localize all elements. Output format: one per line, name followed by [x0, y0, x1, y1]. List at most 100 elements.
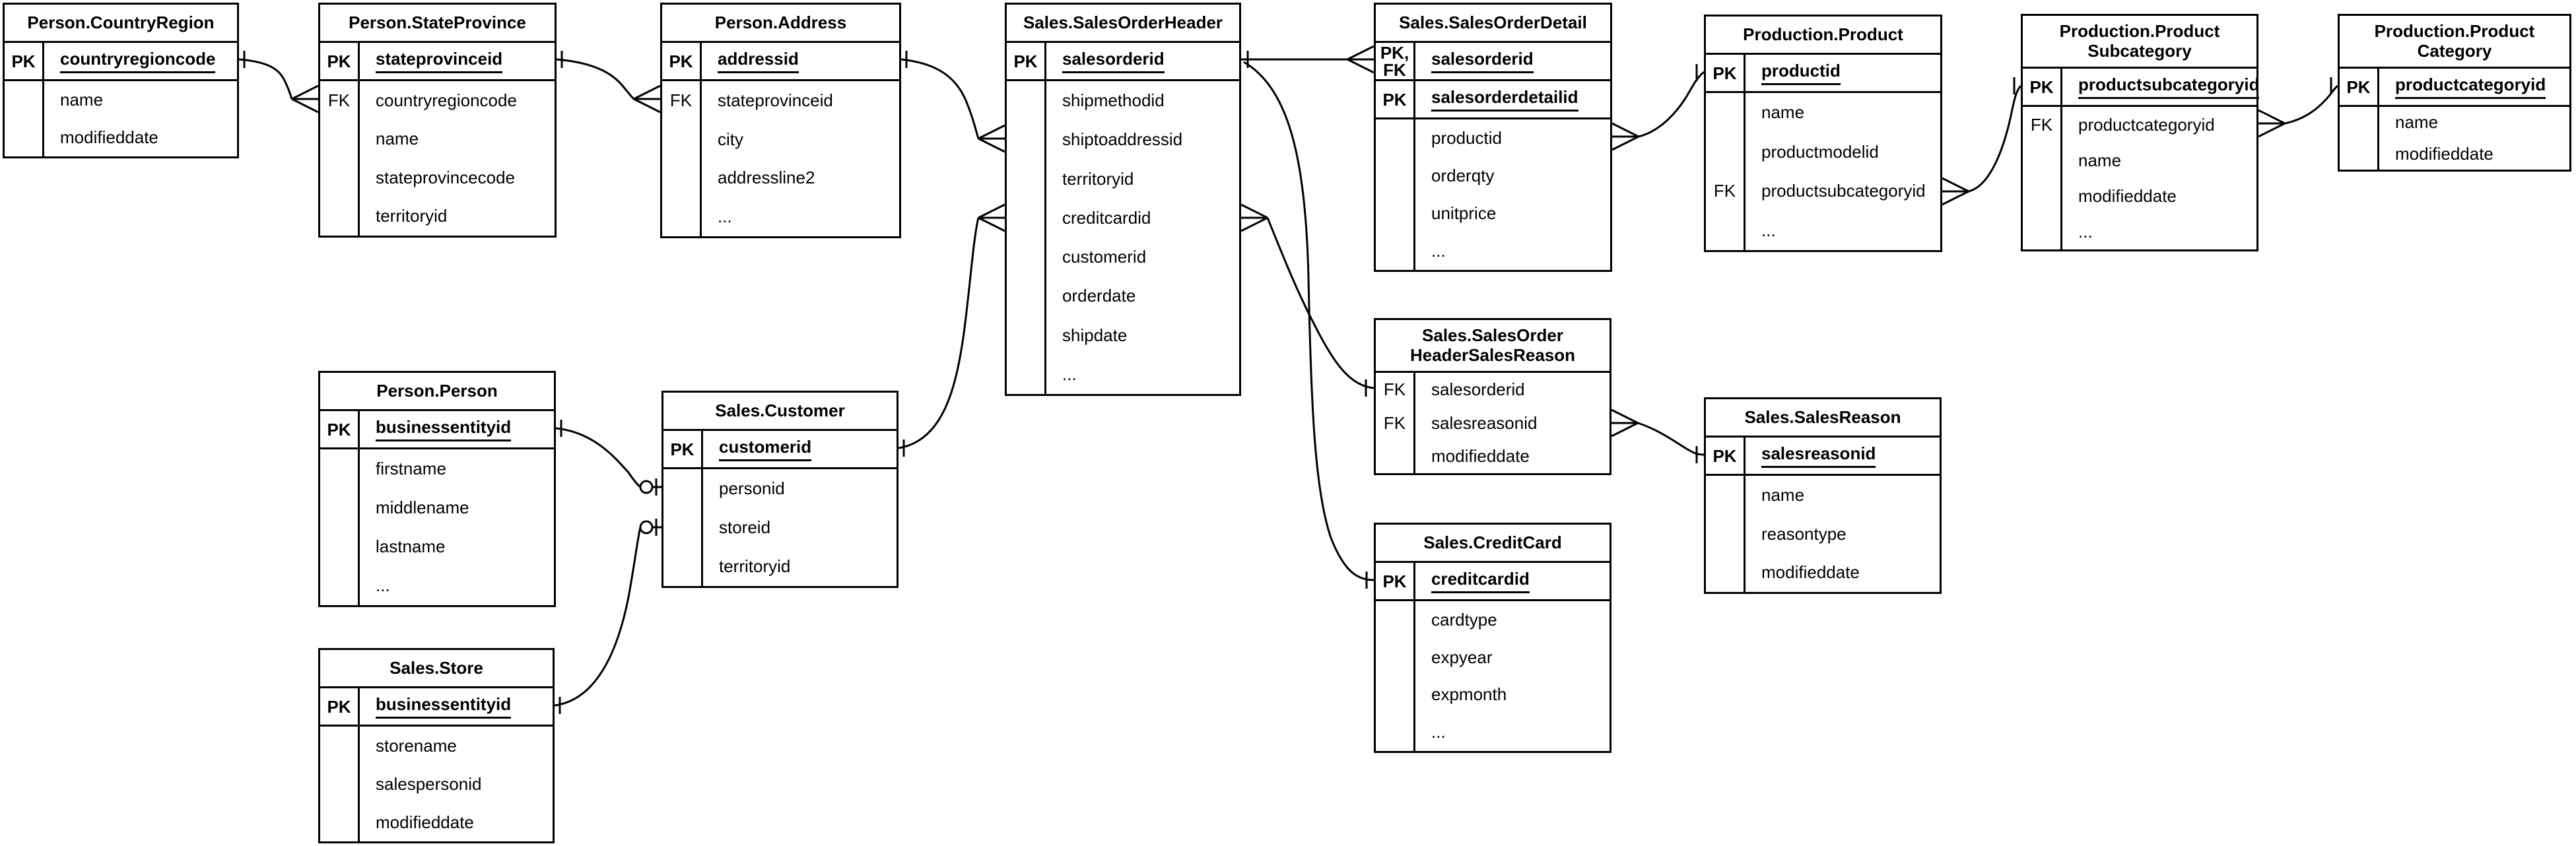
key-constraint-label: PK	[1376, 563, 1415, 599]
relationship-line	[1637, 422, 1705, 456]
column-name: territoryid	[719, 556, 791, 576]
cardinality-many-crowfoot-icon	[2258, 109, 2286, 125]
column-name: shipmethodid	[1062, 90, 1165, 111]
key-column-name: salesreasonid	[1761, 443, 1876, 468]
fk-label	[320, 488, 360, 527]
fk-label	[1007, 277, 1046, 316]
column-name: ...	[1761, 220, 1776, 240]
key-column-name: productid	[1761, 61, 1841, 85]
column-row: name	[1706, 476, 1940, 515]
relationship-line	[1243, 61, 1374, 581]
fk-label	[1706, 476, 1746, 515]
fk-label	[1007, 120, 1046, 160]
column-name: productsubcategoryid	[1761, 181, 1926, 201]
column-name: orderqty	[1431, 166, 1495, 185]
column-name: ...	[1431, 241, 1446, 261]
column-name: stateprovinceid	[718, 90, 833, 110]
fk-label: FK	[1376, 406, 1415, 440]
key-constraint-label: PK	[320, 688, 360, 725]
column-row: addressline2	[662, 158, 899, 198]
fk-label	[1706, 553, 1746, 593]
column-name: ...	[376, 575, 390, 595]
fk-label	[2340, 138, 2379, 170]
relationship-line	[898, 217, 980, 449]
cardinality-many-crowfoot-icon	[1942, 177, 1969, 193]
column-name: cardtype	[1431, 609, 1497, 630]
key-constraint-label: PK	[1376, 81, 1415, 117]
fk-label	[1007, 159, 1046, 199]
column-name: creditcardid	[1062, 207, 1151, 228]
cardinality-many-crowfoot-icon	[978, 137, 1005, 153]
column-name: modifieddate	[376, 812, 474, 832]
column-row: creditcardid	[1007, 198, 1239, 238]
fk-label	[1376, 601, 1415, 639]
fk-label	[1007, 238, 1046, 277]
column-name: productid	[1431, 128, 1502, 148]
column-row: salespersonid	[320, 765, 553, 803]
column-name: salesorderid	[1431, 379, 1525, 399]
table-title: Sales.SalesReason	[1706, 399, 1940, 438]
column-row: territoryid	[320, 197, 555, 236]
column-row: stateprovincecode	[320, 158, 555, 197]
column-name: expyear	[1431, 647, 1493, 667]
cardinality-many-crowfoot-icon	[1942, 190, 1969, 206]
key-constraint-label: PK, FK	[1376, 43, 1415, 79]
fk-label	[662, 197, 702, 236]
cardinality-many-crowfoot-icon	[978, 124, 1005, 140]
fk-label	[1706, 211, 1746, 250]
column-row: personid	[663, 469, 897, 508]
column-row: unitprice	[1376, 195, 1610, 232]
column-row: name	[2023, 143, 2256, 178]
key-constraint-label: PK	[320, 43, 360, 79]
column-name: salespersonid	[376, 773, 482, 794]
column-name: middlename	[376, 498, 469, 517]
column-row: ...	[662, 197, 899, 236]
column-row: ...	[320, 566, 554, 605]
fk-label	[320, 119, 360, 158]
fk-label	[320, 527, 360, 566]
cardinality-many-crowfoot-icon	[1611, 135, 1639, 151]
fk-label	[662, 158, 702, 198]
column-row: shipmethodid	[1007, 81, 1239, 121]
key-constraint-label: PK	[2023, 69, 2062, 105]
column-row: modifieddate	[320, 803, 553, 841]
relationship-line	[1968, 85, 2022, 193]
column-name: productcategoryid	[2078, 114, 2215, 135]
relationship-line	[238, 58, 293, 100]
column-row: productid	[1376, 119, 1610, 157]
fk-label	[1376, 638, 1415, 676]
column-name: addressline2	[718, 168, 815, 188]
key-column-name: customerid	[719, 437, 812, 461]
fk-label	[320, 449, 360, 488]
fk-label	[1706, 93, 1746, 133]
column-row: name	[2340, 107, 2569, 139]
fk-label	[663, 508, 703, 547]
key-constraint-label: PK	[320, 411, 360, 447]
key-constraint-label: PK	[5, 43, 44, 79]
fk-label	[320, 566, 360, 605]
fk-label: FK	[1376, 373, 1415, 407]
key-constraint-label: PK	[2340, 69, 2379, 105]
column-name: productmodelid	[1761, 141, 1879, 162]
fk-label: FK	[662, 81, 702, 120]
column-name: territoryid	[1062, 168, 1134, 189]
fk-label	[2340, 107, 2379, 139]
column-row: orderqty	[1376, 157, 1610, 195]
cardinality-many-crowfoot-icon	[1611, 408, 1639, 424]
